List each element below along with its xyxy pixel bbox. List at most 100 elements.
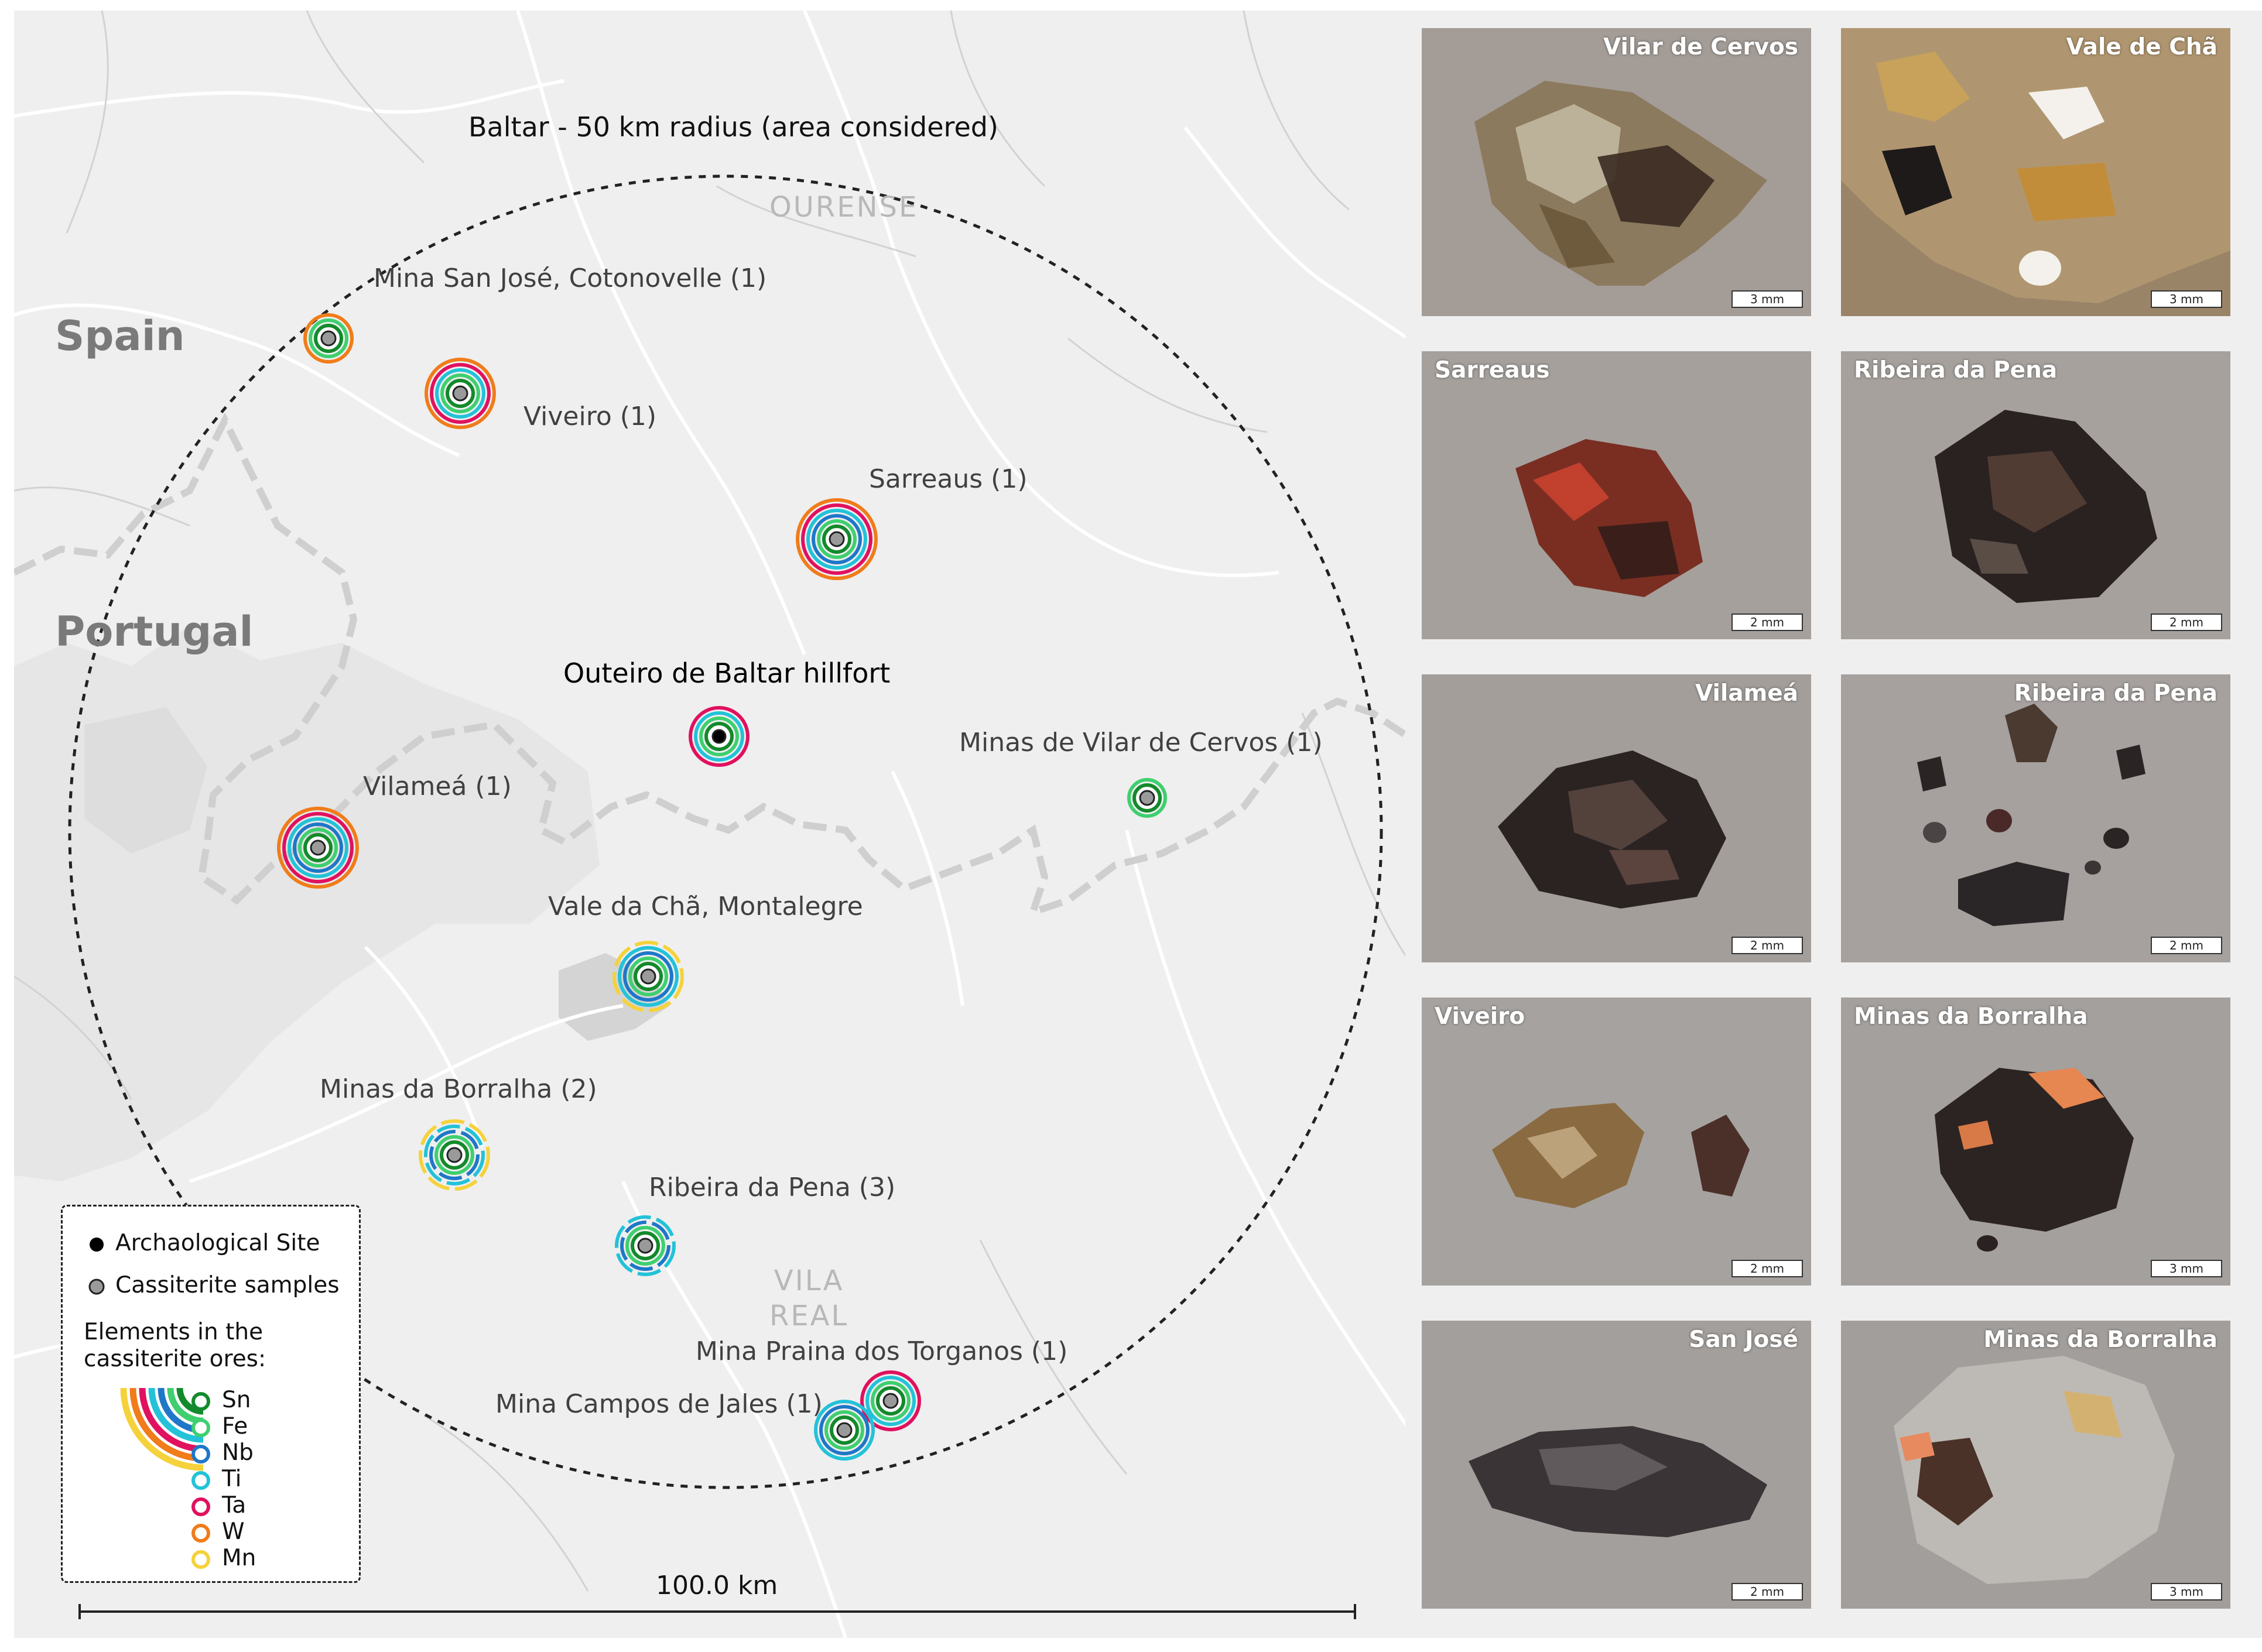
national-border: [14, 412, 1408, 918]
specimen-photo-vilar-de-cervos: Vilar de Cervos 3 mm: [1422, 28, 1811, 316]
element-ring-nb: [429, 1130, 480, 1180]
specimen-image: [1422, 28, 1811, 316]
base-map: [14, 11, 1408, 1638]
site-marker-ribeira-da-pena: [615, 1215, 676, 1276]
specimen-photo-ribeira-da-pena-2: Ribeira da Pena 2 mm: [1841, 674, 2230, 962]
element-ring-fe: [699, 717, 739, 756]
specimen-photo-vilamea: Vilameá 2 mm: [1422, 674, 1811, 962]
map-legend: Archaological Site Cassiterite samples E…: [61, 1205, 361, 1583]
element-ring-ti: [424, 1125, 485, 1185]
element-ring-ti: [615, 1215, 676, 1276]
photo-label: Vilar de Cervos: [1603, 34, 1798, 60]
legend-ring-fe: [191, 1418, 210, 1437]
secondary-lines: [14, 11, 1408, 1592]
photo-scalebar: 3 mm: [2151, 1583, 2222, 1600]
element-ring-fe: [298, 828, 338, 868]
site-label-praina: Mina Praina dos Torganos (1): [696, 1336, 1068, 1366]
legend-ring-mn: [191, 1550, 210, 1569]
site-label-campos-de-jales: Mina Campos de Jales (1): [495, 1389, 823, 1419]
scale-bar-line: [78, 1604, 1356, 1619]
element-ring-fe: [628, 957, 668, 996]
map-title: Baltar - 50 km radius (area considered): [468, 111, 998, 143]
cassiterite-sample-dot: [320, 330, 337, 347]
photo-label: Sarreaus: [1435, 357, 1550, 383]
specimen-image: [1841, 1321, 2230, 1609]
cassiterite-sample-dot: [882, 1393, 899, 1409]
specimen-image: [1422, 674, 1811, 962]
element-ring-fe: [871, 1381, 911, 1421]
element-ring-ti: [618, 946, 679, 1007]
cassiterite-sample-dot: [637, 1238, 653, 1254]
legend-ring-sn: [191, 1392, 210, 1411]
site-label-vale-da-cha: Vale da Chã, Montalegre: [548, 892, 863, 921]
element-ring-w: [277, 807, 359, 889]
archaeological-site-dot: [711, 729, 727, 744]
element-ring-w: [425, 358, 496, 429]
specimen-photo-vale-de-cha: Vale de Chã 3 mm: [1841, 28, 2230, 316]
specimen-image: [1422, 998, 1811, 1286]
legend-elements-title-1: Elements in the: [84, 1319, 263, 1345]
specimen-image: [1841, 28, 2230, 316]
element-ring-nb: [620, 1221, 670, 1271]
element-ring-nb: [623, 951, 673, 1002]
legend-ring-ta: [191, 1497, 210, 1516]
legend-element-w: W: [222, 1519, 245, 1545]
cassiterite-sample-icon: [88, 1279, 105, 1295]
specimen-photo-viveiro: Viveiro 2 mm: [1422, 998, 1811, 1286]
element-ring-fe: [434, 1135, 474, 1175]
legend-arc-w: [129, 1387, 204, 1462]
specimen-image: [1841, 998, 2230, 1286]
specimen-photo-san-jose: San José 2 mm: [1422, 1321, 1811, 1609]
legend-elements-title-2: cassiterite ores:: [84, 1346, 266, 1372]
scale-bar-label: 100.0 km: [656, 1571, 778, 1600]
legend-arc-fan-icon: [120, 1387, 204, 1471]
legend-element-ti: Ti: [222, 1466, 242, 1492]
region-label-ourense: OURENSE: [769, 191, 919, 224]
cassiterite-sample-dot: [829, 531, 845, 547]
cassiterite-sample-dot: [310, 839, 326, 856]
hillfort-label: Outeiro de Baltar hillfort: [563, 657, 891, 689]
element-ring-w: [796, 498, 878, 580]
specimen-image: [1841, 351, 2230, 639]
element-ring-ta: [430, 363, 491, 424]
site-marker-vilar-de-cervos: [1127, 778, 1167, 818]
element-ring-ti: [694, 711, 744, 762]
element-ring-nb: [819, 1405, 870, 1455]
photo-scalebar: 3 mm: [2151, 1260, 2222, 1277]
cassiterite-sample-dot: [446, 1147, 463, 1163]
country-label-spain: Spain: [55, 312, 185, 360]
element-ring-ta: [689, 706, 750, 767]
site-marker-borralha: [419, 1119, 490, 1191]
specimen-image: [1422, 1321, 1811, 1609]
specimen-photo-sarreaus: Sarreaus 2 mm: [1422, 351, 1811, 639]
legend-cassiterite-samples: Cassiterite samples: [115, 1272, 340, 1298]
photo-label: Vilameá: [1695, 680, 1798, 707]
cassiterite-sample-dot: [640, 968, 656, 985]
photo-scalebar: 2 mm: [1731, 937, 1803, 954]
archaeological-site-icon: [90, 1238, 104, 1252]
photo-scalebar: 3 mm: [1731, 290, 1803, 308]
site-markers: [277, 313, 1167, 1461]
photo-label: Ribeira da Pena: [1854, 357, 2058, 383]
element-ring-ti: [288, 817, 348, 878]
element-ring-fe: [625, 1226, 665, 1266]
legend-arc-sn: [176, 1387, 204, 1415]
element-ring-ta: [860, 1370, 921, 1431]
element-ring-w: [303, 313, 354, 364]
site-marker-hillfort: [689, 706, 750, 767]
element-ring-fe: [440, 373, 480, 413]
site-label-vilar-de-cervos: Minas de Vilar de Cervos (1): [959, 728, 1323, 758]
site-label-ribeira-da-pena: Ribeira da Pena (3): [649, 1173, 896, 1202]
specimen-photo-panel: Vilar de Cervos 3 mm Vale de Chã 3 mm Sa…: [1405, 11, 2262, 1638]
site-marker-viveiro: [425, 358, 496, 429]
site-marker-campos-de-jales: [814, 1400, 875, 1461]
element-ring-fe: [817, 519, 857, 559]
element-ring-ti: [435, 368, 485, 419]
photo-label: Minas da Borralha: [1854, 1003, 2088, 1030]
map-panel: Baltar - 50 km radius (area considered) …: [14, 11, 1408, 1638]
photo-label: Minas da Borralha: [1983, 1327, 2217, 1353]
photo-scalebar: 2 mm: [1731, 1583, 1803, 1600]
photo-label: Ribeira da Pena: [2014, 680, 2217, 707]
element-ring-ti: [806, 509, 867, 570]
cassiterite-sample-dot: [1139, 790, 1155, 806]
